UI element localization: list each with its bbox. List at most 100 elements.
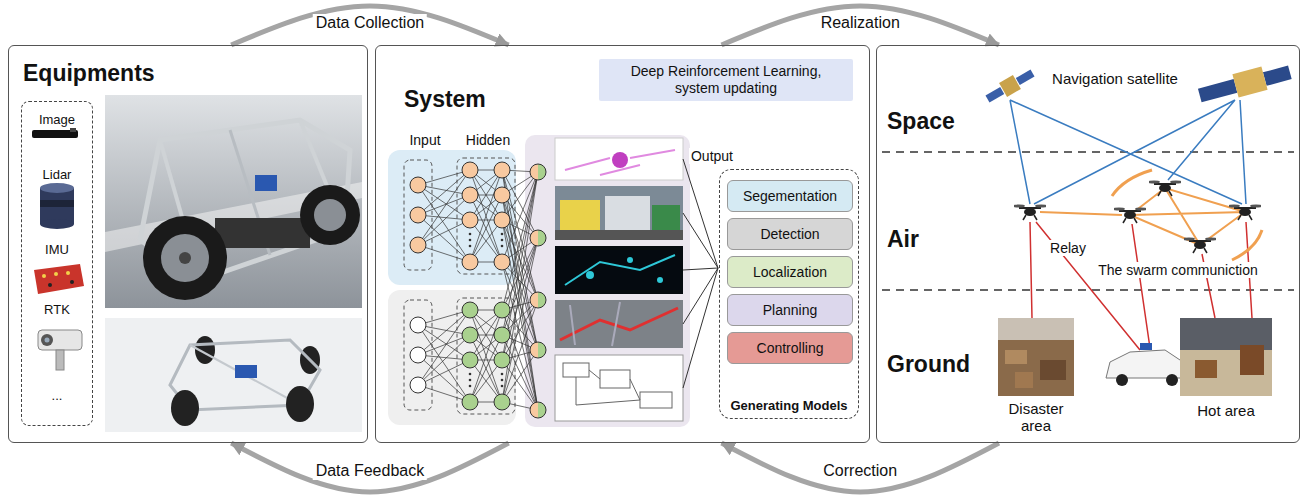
disaster-photo-part (1040, 360, 1066, 380)
network-ground-part (404, 160, 432, 270)
result-images-part (555, 246, 683, 294)
result-images-part (555, 230, 683, 240)
result-images-part (565, 150, 675, 175)
result-images-part (570, 302, 620, 346)
sensor-icons-part (45, 338, 50, 343)
network-link (418, 220, 470, 245)
area-label: Disaster area (998, 400, 1074, 435)
swarm-links-part (1040, 188, 1245, 245)
vehicle-photo-part (161, 234, 209, 282)
vehicle-render-part (235, 365, 257, 378)
result-images-part (586, 271, 594, 279)
area-label: Hot area (1195, 402, 1257, 419)
sensor-name: Lidar (22, 167, 92, 182)
hidden-neuron (494, 302, 510, 318)
ellipsis-dot (469, 385, 472, 388)
result-images-part (627, 257, 633, 263)
network-link (470, 335, 502, 402)
input-neuron (410, 207, 426, 223)
panel: EquipmentsImageLidarIMURTK... (8, 45, 368, 443)
satellite-part (1016, 70, 1035, 85)
sensor-name: ... (22, 388, 92, 403)
model-box: Localization (727, 256, 853, 288)
satellite-part (1198, 79, 1237, 102)
vehicle-photo-part (143, 216, 227, 300)
connector-group (231, 6, 999, 492)
vehicle-render (105, 318, 362, 432)
panel-title: System (404, 86, 486, 113)
flow-label: Correction (820, 462, 900, 480)
layer-label: Output (689, 148, 735, 164)
output-neuron-half (538, 342, 546, 358)
result-images-part (565, 255, 675, 285)
sensor-icons-part (70, 128, 76, 132)
result-images-part (563, 363, 589, 377)
model-box: Segementation (727, 180, 853, 212)
vehicle-photo-part (300, 185, 360, 245)
vehicle-photo-part (255, 175, 277, 191)
network-link (418, 170, 470, 245)
output-neuron (530, 164, 546, 180)
hidden-neuron (494, 162, 510, 178)
swarm-label: The swarm communiction (1096, 262, 1260, 278)
output-neuron-half (530, 342, 538, 358)
sensor-icons-part (40, 219, 74, 229)
layer-label: Input (407, 132, 442, 148)
network-ground-part (525, 135, 690, 427)
vehicle-photo-part (105, 95, 362, 308)
layer-dividers (882, 152, 1294, 290)
drone-part (1013, 204, 1047, 220)
input-neuron (410, 317, 426, 333)
car-part (1116, 374, 1128, 386)
network-link (418, 310, 470, 385)
vehicle-render-part (190, 345, 300, 405)
hidden-neuron (462, 254, 478, 270)
result-images-part (600, 370, 630, 388)
output-neuron-half (530, 402, 538, 418)
flow-label: Data Feedback (313, 462, 428, 480)
disaster-photo-part (1015, 372, 1033, 388)
network-ground-part (457, 158, 515, 274)
ellipsis-dot (469, 239, 472, 242)
ellipsis-dot (501, 373, 504, 376)
sensor-name: IMU (22, 242, 92, 257)
result-images-part (652, 205, 680, 230)
satellite (983, 66, 1036, 106)
network-link (470, 195, 502, 262)
ellipsis-dot (501, 239, 504, 242)
sensor-icons-part (70, 280, 74, 284)
ellipsis-dot (501, 385, 504, 388)
method-box: Deep Reinforcement Learning, system upda… (599, 59, 853, 101)
vehicle-render-part (171, 390, 199, 426)
result-images-part (657, 277, 663, 283)
panel-title: Equipments (23, 60, 155, 87)
satellite-links (1010, 100, 1246, 204)
network-ground-part (404, 300, 432, 410)
flow-arrow (231, 443, 508, 492)
model-name: Planning (763, 302, 818, 318)
sensor-icons-part (54, 272, 58, 276)
layer-name: Air (887, 226, 919, 253)
ellipsis-dot (501, 379, 504, 382)
sensor-icons-part (40, 188, 74, 224)
model-name: Detection (760, 226, 819, 242)
layer-dividers-part (882, 151, 1294, 153)
hidden-neuron (494, 254, 510, 270)
flow-arrow (722, 6, 999, 45)
drone-part (1113, 207, 1147, 223)
hot-area-photo-part (1240, 345, 1264, 375)
vehicle-photo-part (179, 252, 191, 264)
network-link (502, 172, 538, 402)
vehicle-photo-part (215, 218, 310, 248)
result-images-part (612, 152, 628, 168)
output-neuron-half (530, 230, 538, 246)
hidden-neuron (462, 162, 478, 178)
hidden-neuron (462, 352, 478, 368)
vehicle-render-part (105, 318, 362, 432)
hidden-neuron (462, 327, 478, 343)
vehicle-render-part (286, 386, 314, 422)
model-name: Controlling (757, 340, 824, 356)
hot-area-photo-part (1180, 318, 1272, 396)
result-images-part (640, 392, 672, 408)
